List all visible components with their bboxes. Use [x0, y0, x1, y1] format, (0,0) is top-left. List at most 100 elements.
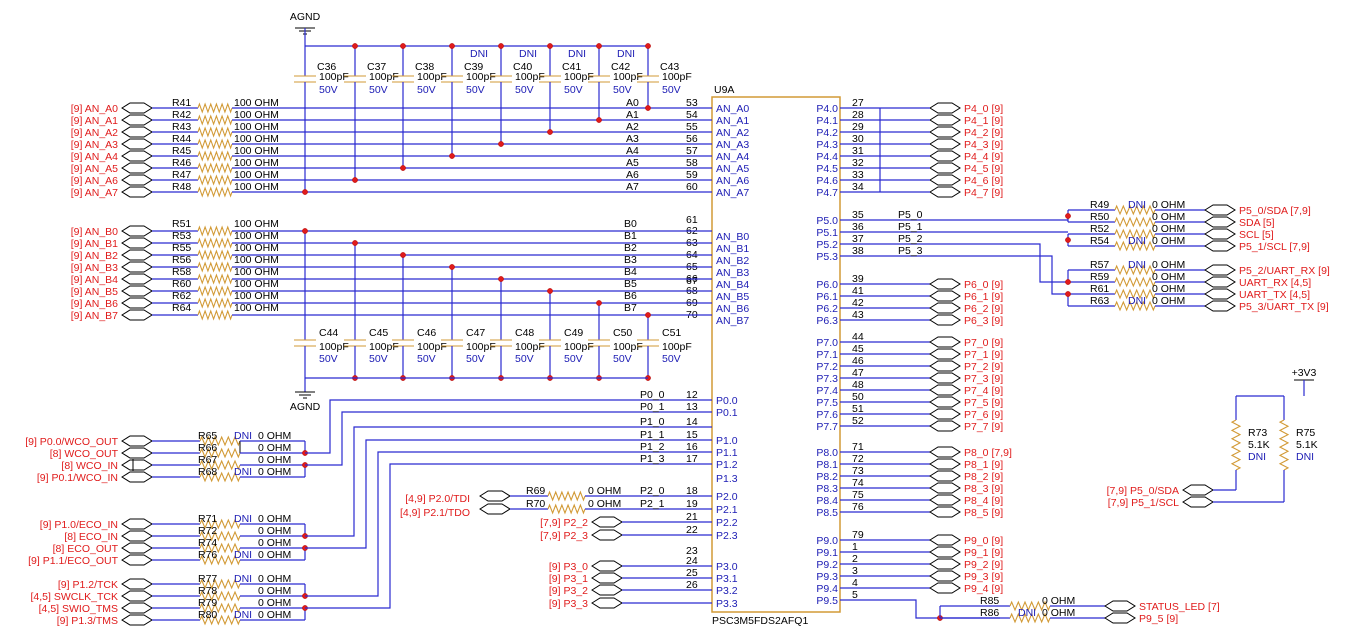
offpage-connector [121, 578, 153, 590]
resistor-symbol [1114, 264, 1156, 276]
pin-number: 3 [852, 565, 858, 577]
resistor-symbol [197, 186, 233, 198]
res-value: 0 OHM [588, 498, 621, 510]
pin-label: P4.4 [816, 151, 838, 163]
net-port-label: [4,9] P2.1/TDO [400, 507, 470, 519]
net-label: B0 [624, 218, 637, 230]
pin-number: 23 [686, 545, 698, 557]
offpage-connector [121, 297, 153, 309]
pin-number: 14 [686, 416, 698, 428]
res-ref: R80 [198, 609, 217, 621]
resistor-symbol [199, 602, 241, 614]
pin-number: 60 [686, 181, 698, 193]
res-ref: R85 [980, 595, 999, 607]
offpage-connector [929, 482, 961, 494]
offpage-connector [929, 138, 961, 150]
offpage-connector [591, 597, 623, 609]
resistor-symbol [1278, 419, 1290, 471]
junction-dot [302, 189, 308, 195]
pin-number: 22 [686, 524, 698, 536]
offpage-connector [929, 534, 961, 546]
offpage-connector [929, 302, 961, 314]
offpage-connector [591, 572, 623, 584]
net-label: P5_2 [898, 233, 923, 245]
net-port-label: P8_3 [9] [964, 483, 1003, 495]
pin-number: 47 [852, 367, 864, 379]
pin-label: P2.1 [716, 504, 738, 516]
offpage-connector [591, 584, 623, 596]
net-port-label: [7,9] P5_0/SDA [1107, 485, 1179, 497]
net-port-label: P4_7 [9] [964, 187, 1003, 199]
pin-label: AN_B6 [716, 303, 749, 315]
junction-dot [1065, 213, 1071, 219]
res-value: 100 OHM [234, 302, 279, 314]
offpage-connector [121, 249, 153, 261]
resistor-symbol [199, 518, 241, 530]
res-value: 0 OHM [258, 537, 291, 549]
pin-label: P4.5 [816, 163, 838, 175]
pin-number: 15 [686, 429, 698, 441]
pin-label: P2.3 [716, 530, 738, 542]
net-port-label: [9] AN_B4 [71, 274, 118, 286]
net-port-label: P5_2/UART_RX [9] [1239, 265, 1330, 277]
res-ref: R44 [172, 133, 191, 145]
pin-label: P8.5 [816, 507, 838, 519]
res-value: 100 OHM [234, 97, 279, 109]
net-port-label: P8_5 [9] [964, 507, 1003, 519]
res-value: 0 OHM [1152, 295, 1185, 307]
net-port-label: [7,9] P2_2 [540, 517, 588, 529]
net-port-label: P5_0/SDA [7,9] [1239, 205, 1311, 217]
net-label: P5_1 [898, 221, 923, 233]
junction-dot [498, 43, 504, 49]
res-ref: R51 [172, 218, 191, 230]
offpage-connector [1204, 204, 1236, 216]
pin-number: 58 [686, 157, 698, 169]
pin-number: 26 [686, 579, 698, 591]
offpage-connector [121, 590, 153, 602]
pin-label: AN_A7 [716, 187, 749, 199]
res-ref: R73 [1248, 427, 1267, 439]
res-value: 100 OHM [234, 242, 279, 254]
net-port-label: [9] P3_2 [549, 585, 588, 597]
net-port-label: P7_7 [9] [964, 421, 1003, 433]
pin-label: P2.2 [716, 517, 738, 529]
res-ref: R46 [172, 157, 191, 169]
net-port-label: [9] P3_3 [549, 598, 588, 610]
pin-label: AN_A2 [716, 127, 749, 139]
junction-dot [449, 43, 455, 49]
pin-label: P1.1 [716, 447, 738, 459]
offpage-connector [121, 471, 153, 483]
res-value: 100 OHM [234, 109, 279, 121]
res-value: 0 OHM [1152, 235, 1185, 247]
pin-number: 79 [852, 529, 864, 541]
net-port-label: P6_2 [9] [964, 303, 1003, 315]
net-port-label: [9] P0.1/WCO_IN [37, 472, 118, 484]
ground-label: AGND [290, 401, 321, 413]
junction-dot [400, 252, 406, 258]
pin-label: P3.1 [716, 573, 738, 585]
net-port-label: [9] P3_1 [549, 573, 588, 585]
pin-number: 21 [686, 511, 698, 523]
cap-voltage: 50V [662, 84, 681, 96]
pin-number: 24 [686, 555, 698, 567]
cap-ref: C36 [317, 61, 336, 73]
res-value: 100 OHM [234, 121, 279, 133]
res-ref: R62 [172, 290, 191, 302]
resistor-symbol [197, 162, 233, 174]
cap-dni: DNI [617, 48, 635, 60]
net-port-label: P7_6 [9] [964, 409, 1003, 421]
junction-dot [400, 165, 406, 171]
net-port-label: P4_1 [9] [964, 115, 1003, 127]
resistor-symbol [1230, 419, 1242, 471]
p1_0-trace [305, 426, 712, 537]
res-value: 0 OHM [1152, 259, 1185, 271]
pin-label: P3.2 [716, 585, 738, 597]
pin-number: 25 [686, 567, 698, 579]
res-ref: R77 [198, 573, 217, 585]
offpage-connector [929, 174, 961, 186]
res-value: 0 OHM [258, 549, 291, 561]
resistor-symbol [199, 578, 241, 590]
net-label: B3 [624, 254, 637, 266]
offpage-connector [121, 614, 153, 626]
